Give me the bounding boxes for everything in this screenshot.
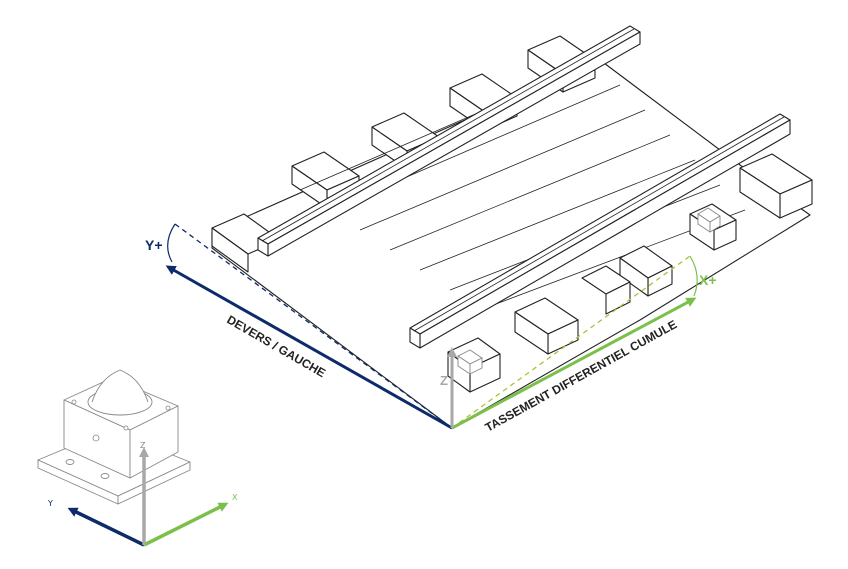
small-z-label: Z — [140, 441, 146, 450]
z-label: Z — [440, 373, 448, 388]
small-y-label: Y — [47, 499, 53, 508]
sleeper-end — [581, 265, 631, 315]
sleeper-end — [514, 297, 579, 355]
sleeper-end — [739, 153, 813, 219]
y-rotation-arc — [167, 223, 176, 263]
ballast-slope-lines — [299, 59, 746, 311]
ballast-bed — [211, 59, 811, 429]
x-plus-label: X+ — [699, 272, 717, 288]
small-x-axis-arrow — [143, 502, 229, 547]
y-axis-arrow — [165, 265, 453, 430]
x-axis-dashed-reference — [451, 255, 691, 429]
x-axis-arrow — [451, 297, 697, 430]
sensor-box-front — [457, 349, 483, 375]
small-y-axis-arrow — [67, 507, 145, 547]
track-axes — [165, 223, 698, 430]
sensor-box-rear — [697, 207, 721, 233]
x-rotation-arc — [689, 255, 698, 297]
railway-track-drawing — [211, 25, 813, 429]
y-axis-dashed-reference — [174, 223, 453, 429]
small-x-label: X — [232, 493, 238, 502]
rail-right — [409, 113, 791, 349]
sensor-axes — [67, 447, 229, 547]
y-plus-label: Y+ — [145, 237, 163, 253]
sensor-device-illustration — [37, 369, 191, 505]
rail-left — [257, 25, 641, 257]
sleeper-end — [689, 203, 737, 251]
